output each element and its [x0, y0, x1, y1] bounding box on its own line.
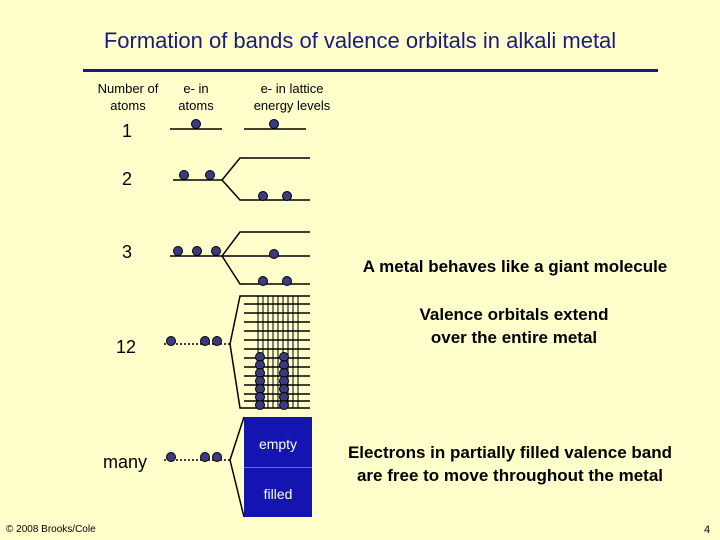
electron: [173, 246, 183, 256]
electron: [191, 119, 201, 129]
electron: [166, 452, 176, 462]
header-e-in-lattice: e- in lattice energy levels: [253, 81, 331, 113]
row-label-many: many: [103, 452, 148, 472]
row-label-1: 1: [122, 121, 133, 141]
band-fan-bottom: [229, 459, 245, 518]
lattice-split-upper-2: [221, 157, 310, 181]
electron: [269, 119, 279, 129]
electron: [269, 249, 279, 259]
header-number-of-atoms: Number of atoms: [97, 81, 159, 113]
band-filled-region: [244, 467, 312, 517]
page-number: 4: [704, 524, 711, 536]
electron: [282, 276, 292, 286]
electron: [212, 336, 222, 346]
statement-giant-molecule: A metal behaves like a giant molecule: [362, 257, 668, 276]
electron: [205, 170, 215, 180]
lattice-levels-12: [244, 303, 310, 402]
electron: [212, 452, 222, 462]
electron: [258, 276, 268, 286]
row-label-12: 12: [116, 337, 137, 357]
band-fan-top: [229, 416, 245, 461]
electron: [211, 246, 221, 256]
slide-title: Formation of bands of valence orbitals i…: [103, 28, 617, 53]
row-label-3: 3: [122, 242, 133, 262]
electron: [200, 452, 210, 462]
electron: [282, 191, 292, 201]
electron: [258, 191, 268, 201]
electron: [192, 246, 202, 256]
row-label-2: 2: [122, 169, 133, 189]
band-empty-label: empty: [258, 436, 298, 452]
statement-electrons-line1: Electrons in partially filled valence ba…: [347, 443, 673, 462]
statement-valence-line1: Valence orbitals extend: [419, 305, 609, 324]
copyright: © 2008 Brooks/Cole: [6, 524, 96, 535]
lattice-fan-top-12: [229, 295, 310, 345]
lattice-split-upper-3: [221, 231, 310, 257]
electron: [200, 336, 210, 346]
header-e-in-atoms: e- in atoms: [178, 81, 214, 113]
electron: [179, 170, 189, 180]
statement-electrons-line2: are free to move throughout the metal: [356, 466, 664, 485]
title-underline: [83, 69, 658, 72]
electron-columns-12: [255, 352, 289, 410]
statement-valence-line2: over the entire metal: [430, 328, 598, 347]
band-filled-label: filled: [263, 486, 293, 502]
electron: [166, 336, 176, 346]
